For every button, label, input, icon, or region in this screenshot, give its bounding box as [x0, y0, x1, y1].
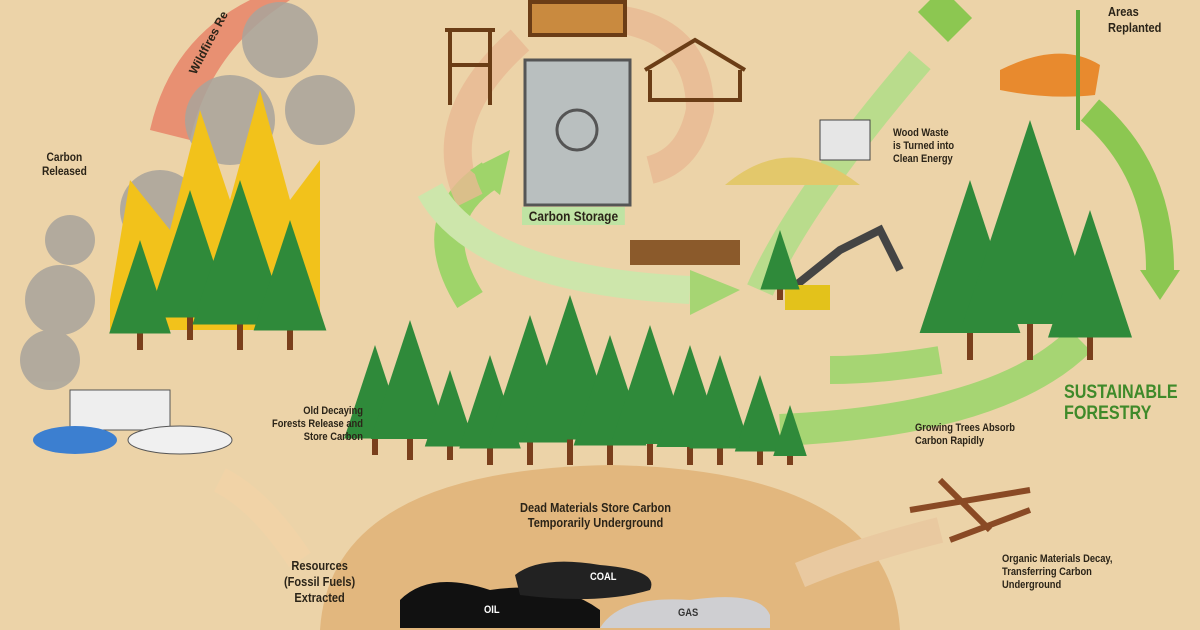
organic-materials-label: Organic Materials Decay, Transferring Ca…	[1002, 553, 1113, 591]
tree-trunk	[487, 448, 493, 465]
tree-trunk	[687, 447, 693, 465]
tree-trunk	[777, 289, 783, 300]
growing-trees-label: Growing Trees Absorb Carbon Rapidly	[915, 422, 1015, 447]
white-car	[127, 425, 233, 455]
tree	[1048, 210, 1132, 338]
tree	[192, 180, 288, 325]
tree-trunk	[527, 442, 533, 465]
tree-trunk	[237, 324, 243, 350]
gas-label: GAS	[678, 607, 699, 619]
tree	[689, 355, 751, 449]
tree-trunk	[1027, 324, 1033, 360]
tree	[773, 405, 807, 456]
sawdust-pile	[725, 157, 860, 185]
tree-trunk	[447, 446, 453, 460]
wood-waste-label: Wood Waste is Turned into Clean Energy	[893, 127, 955, 165]
sustainable-forestry-label: SUSTAINABLE FORESTRY	[1064, 382, 1178, 424]
carbon-released-label: Carbon Released	[42, 150, 87, 178]
tree-trunk	[717, 448, 723, 465]
blue-car	[33, 426, 117, 454]
tree-trunk	[757, 451, 763, 465]
log-truck	[630, 240, 740, 265]
hand-seedling	[1000, 53, 1100, 97]
wildfire-arrow	[150, 0, 290, 140]
resources-label: Resources (Fossil Fuels) Extracted	[284, 558, 356, 605]
harvested-label: Harvested Areas Replanted	[1108, 0, 1162, 35]
fallen-branches	[909, 477, 1032, 543]
tree-trunk	[607, 445, 613, 465]
tree	[734, 375, 786, 452]
tree	[962, 120, 1098, 324]
carbon-storage-label: Carbon Storage	[522, 207, 625, 225]
trees	[109, 120, 1132, 465]
coal-label: COAL	[590, 571, 617, 583]
tree-trunk	[787, 456, 793, 465]
tree	[760, 230, 800, 290]
tree-trunk	[1087, 337, 1093, 360]
tree-trunk	[407, 439, 413, 460]
camper	[69, 389, 171, 431]
old-decaying-label: Old Decaying Forests Release and Store C…	[272, 405, 363, 443]
oil-label: OIL	[484, 604, 500, 616]
coal-blob	[515, 561, 652, 599]
wood-products	[445, 0, 747, 105]
dead-materials-label: Dead Materials Store Carbon Temporarily …	[520, 500, 672, 530]
tree-trunk	[567, 439, 573, 465]
tree-trunk	[137, 333, 143, 350]
gas-blob	[600, 597, 770, 628]
excavator	[787, 224, 904, 294]
tree-trunk	[372, 438, 378, 455]
tree-trunk	[967, 333, 973, 360]
tree	[424, 370, 476, 447]
tree	[370, 320, 450, 439]
tree-trunk	[287, 330, 293, 350]
tree-trunk	[647, 444, 653, 465]
vault-icon	[523, 58, 632, 207]
factory-icon	[819, 119, 871, 161]
tree	[253, 220, 327, 331]
tree-trunk	[187, 317, 193, 340]
